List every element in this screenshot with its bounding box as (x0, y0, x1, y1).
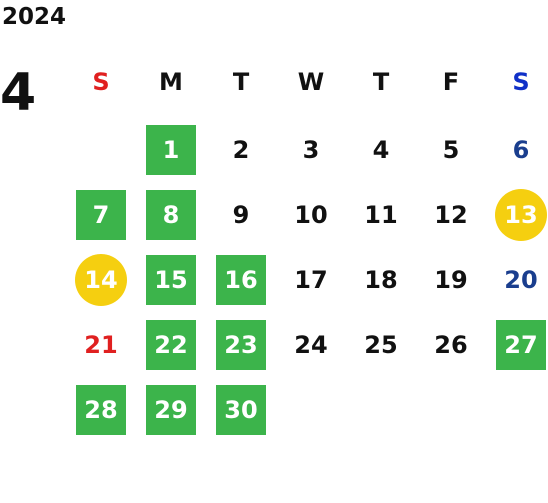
day-cell-7[interactable]: 7 (76, 190, 126, 240)
day-cell-29[interactable]: 29 (146, 385, 196, 435)
day-cell-1[interactable]: 1 (146, 125, 196, 175)
weekday-header-tuesday: T (232, 68, 250, 96)
weekday-header-thursday: T (372, 68, 390, 96)
day-cell-30[interactable]: 30 (216, 385, 266, 435)
day-cell-27[interactable]: 27 (496, 320, 546, 370)
day-cell-22[interactable]: 22 (146, 320, 196, 370)
day-cell-20[interactable]: 20 (504, 266, 538, 294)
day-cell-24[interactable]: 24 (294, 331, 328, 359)
day-cell-21[interactable]: 21 (84, 331, 118, 359)
day-cell-15[interactable]: 15 (146, 255, 196, 305)
weekday-header-saturday: S (512, 68, 530, 96)
weekday-header-wednesday: W (297, 68, 325, 96)
day-cell-17[interactable]: 17 (294, 266, 328, 294)
day-cell-18[interactable]: 18 (364, 266, 398, 294)
day-cell-16[interactable]: 16 (216, 255, 266, 305)
weekday-header-sunday: S (92, 68, 110, 96)
day-cell-11[interactable]: 11 (364, 201, 398, 229)
day-cell-5[interactable]: 5 (442, 136, 460, 164)
month-number: 4 (0, 63, 37, 123)
day-cell-8[interactable]: 8 (146, 190, 196, 240)
day-cell-19[interactable]: 19 (434, 266, 468, 294)
day-cell-26[interactable]: 26 (434, 331, 468, 359)
day-cell-4[interactable]: 4 (372, 136, 390, 164)
day-cell-25[interactable]: 25 (364, 331, 398, 359)
day-cell-10[interactable]: 10 (294, 201, 328, 229)
day-cell-14[interactable]: 14 (75, 254, 127, 306)
day-cell-23[interactable]: 23 (216, 320, 266, 370)
day-cell-3[interactable]: 3 (302, 136, 320, 164)
day-cell-9[interactable]: 9 (232, 201, 250, 229)
day-cell-13[interactable]: 13 (495, 189, 547, 241)
weekday-header-friday: F (442, 68, 460, 96)
year-label: 2024 (2, 4, 67, 30)
day-cell-12[interactable]: 12 (434, 201, 468, 229)
day-cell-28[interactable]: 28 (76, 385, 126, 435)
day-cell-2[interactable]: 2 (232, 136, 250, 164)
weekday-header-monday: M (159, 68, 183, 96)
day-cell-6[interactable]: 6 (512, 136, 530, 164)
